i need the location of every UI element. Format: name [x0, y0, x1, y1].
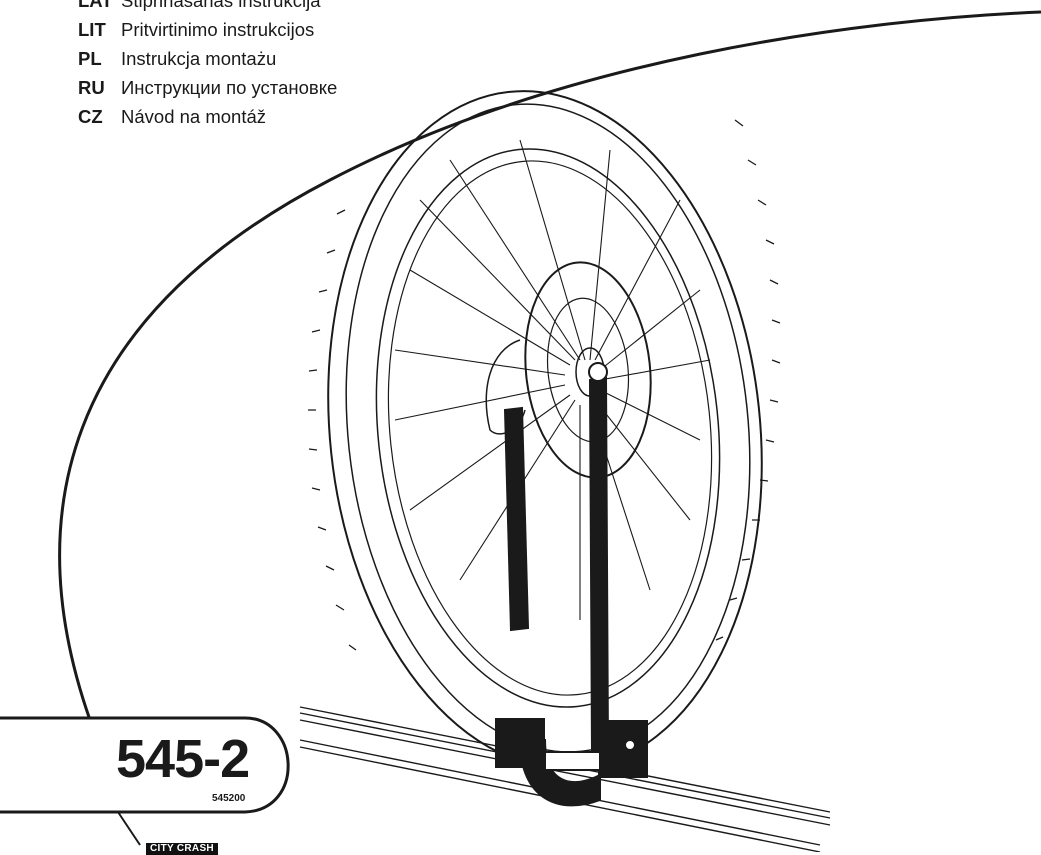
label-frame	[0, 716, 290, 814]
language-row: LIT Pritvirtinimo instrukcijos	[78, 19, 337, 48]
language-label: Návod na montáž	[121, 106, 267, 127]
label-pointer	[117, 811, 141, 846]
model-number: 545-2	[116, 729, 250, 789]
language-label: Инструкции по установке	[121, 77, 338, 98]
language-label: Pritvirtinimo instrukcijos	[121, 19, 315, 40]
language-code: LIT	[78, 19, 106, 40]
article-number: 545200	[212, 793, 246, 804]
language-row: CZ Návod na montáž	[78, 106, 337, 135]
language-label: Instrukcja montażu	[121, 48, 277, 69]
wheel	[308, 90, 781, 770]
language-code: LAT	[78, 0, 113, 11]
language-row: RU Инструкции по установке	[78, 77, 337, 106]
language-row: LAT Stiprināšanas instrukcija	[78, 0, 337, 19]
language-list: LAT Stiprināšanas instrukcija LIT Pritvirt…	[78, 0, 337, 135]
bike-holder	[495, 362, 648, 807]
brand-tag: CITY CRASH	[146, 843, 218, 855]
page-curve	[58, 10, 1041, 721]
language-row: PL Instrukcja montażu	[78, 48, 337, 77]
language-code: PL	[78, 48, 102, 69]
language-code: RU	[78, 77, 105, 98]
language-code: CZ	[78, 106, 103, 127]
language-label: Stiprināšanas instrukcija	[121, 0, 321, 11]
